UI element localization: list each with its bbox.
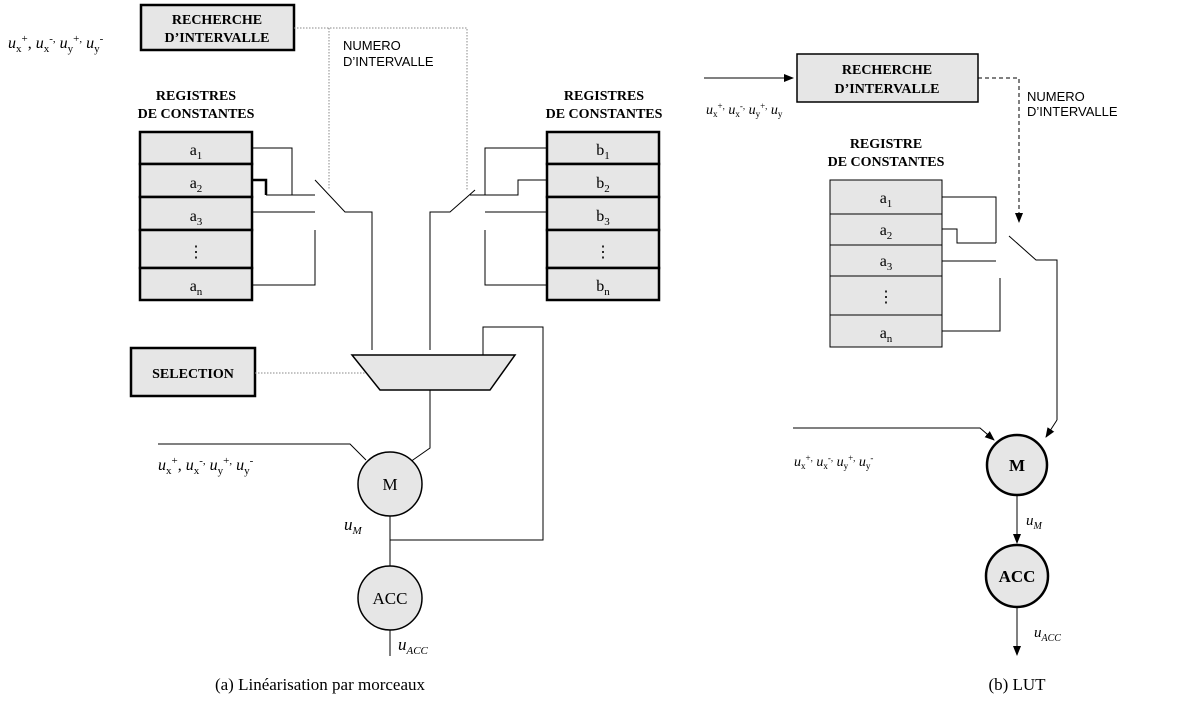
- interval-number-line-b-side: [294, 27, 468, 190]
- interval-number-label-b2: D’INTERVALLE: [1027, 104, 1118, 119]
- registers-a-title-2: DE CONSTANTES: [138, 107, 255, 122]
- register-b1: [545, 130, 661, 166]
- register-b-ellipsis-label: ⋮: [595, 244, 611, 261]
- search-input-label-a: ux+, ux-, uy+, uy-: [8, 33, 104, 55]
- register-b-ellipsis: [545, 228, 661, 270]
- register-b-wires: [429, 147, 547, 350]
- interval-number-arrow-b: [978, 77, 1023, 223]
- mux-to-multiplier-wire: [409, 390, 431, 463]
- register-bn: [545, 266, 661, 302]
- register-lut-ellipsis-label: ⋮: [878, 289, 894, 306]
- output-uacc-label-b: uACC: [1034, 625, 1061, 644]
- register-lut-wires: [942, 196, 1058, 420]
- panel-b: ux+, ux-, uy+, uy RECHERCHE D’INTERVALLE…: [704, 53, 1118, 694]
- multiplier-input-label-a: ux+, ux-, uy+, uy-: [158, 455, 254, 477]
- caption-a: (a) Linéarisation par morceaux: [215, 675, 426, 694]
- register-lut-ellipsis: [829, 275, 943, 316]
- interval-number-label-b1: NUMERO: [1027, 89, 1085, 104]
- interval-search-block-b: [796, 53, 979, 103]
- registers-a-title-1: REGISTRES: [156, 89, 236, 104]
- register-a3: [138, 195, 254, 232]
- interval-search-label-b1: RECHERCHE: [842, 63, 932, 78]
- register-an: [138, 266, 254, 302]
- multiplier-input-label-b: ux+, ux-, uy+, uy-: [794, 453, 873, 471]
- register-b3: [545, 195, 661, 232]
- register-title-b1: REGISTRE: [850, 137, 922, 152]
- interval-search-label-a1: RECHERCHE: [172, 13, 262, 28]
- search-input-label-b: ux+, ux-, uy+, uy: [706, 101, 783, 119]
- registers-b-title-2: DE CONSTANTES: [546, 107, 663, 122]
- output-um-label-a: uM: [344, 515, 363, 537]
- register-lut-an: [829, 314, 943, 348]
- panel-a: RECHERCHE D’INTERVALLE ux+, ux-, uy+, uy…: [8, 3, 663, 694]
- output-uacc-label-a: uACC: [398, 635, 429, 657]
- interval-number-label-a1: NUMERO: [343, 38, 401, 53]
- registers-a: [138, 130, 254, 302]
- output-um-label-b: uM: [1026, 513, 1043, 532]
- registers-b: [545, 130, 661, 302]
- interval-search-label-b2: D’INTERVALLE: [834, 82, 939, 97]
- registers-b-title-1: REGISTRES: [564, 89, 644, 104]
- multiplier-label-a: M: [382, 475, 397, 494]
- register-title-b2: DE CONSTANTES: [828, 155, 945, 170]
- register-a-wires: [252, 147, 373, 350]
- multiplexer: [350, 354, 517, 391]
- selection-block: [129, 346, 257, 398]
- selection-label: SELECTION: [152, 367, 234, 382]
- input-to-multiplier-wire: [158, 443, 367, 461]
- accumulator-label-b: ACC: [999, 567, 1036, 586]
- accumulator-label-a: ACC: [373, 589, 408, 608]
- input-to-multiplier-arrow-b: [793, 427, 995, 441]
- multiplier-label-b: M: [1009, 456, 1025, 475]
- register-a-ellipsis-label: ⋮: [188, 244, 204, 261]
- registers-lut: [829, 179, 943, 348]
- interval-search-label-a2: D’INTERVALLE: [164, 31, 269, 46]
- lut-to-multiplier-arrow: [1045, 419, 1058, 438]
- feedback-wire: [390, 326, 544, 541]
- interval-number-label-a2: D’INTERVALLE: [343, 54, 434, 69]
- interval-search-block-a: [139, 3, 296, 52]
- caption-b: (b) LUT: [988, 675, 1046, 694]
- register-lut-a3: [829, 244, 943, 277]
- register-lut-a2: [829, 213, 943, 246]
